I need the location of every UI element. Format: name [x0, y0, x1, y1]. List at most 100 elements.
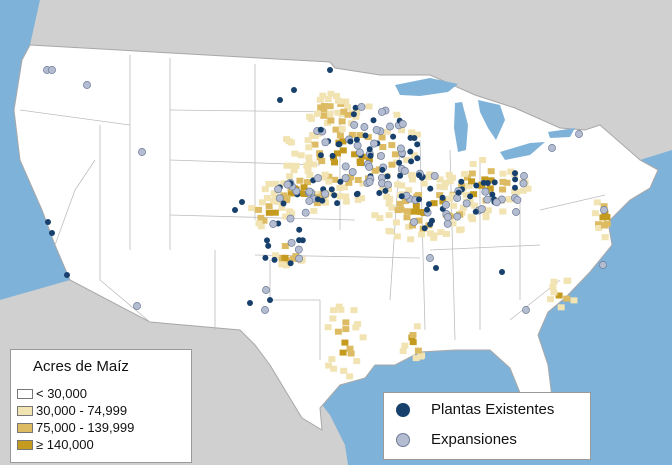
expansion-marker: [353, 141, 362, 150]
corn-county-cell: [408, 171, 416, 178]
existing-plant-marker: [352, 104, 359, 111]
expansion-marker: [443, 219, 452, 228]
lake-michigan: [454, 102, 468, 152]
existing-plant-marker: [317, 126, 324, 133]
corn-county-cell: [314, 110, 321, 117]
existing-plant-marker: [296, 226, 303, 233]
corn-county-cell: [437, 229, 445, 236]
corn-county-cell: [365, 103, 373, 110]
corn-county-cell: [408, 129, 416, 136]
corn-county-cell: [260, 217, 268, 224]
existing-plant-marker: [353, 136, 360, 143]
corn-county-cell: [259, 199, 266, 206]
corn-county-cell: [499, 208, 507, 215]
corn-county-cell: [413, 323, 421, 330]
corn-county-cell: [557, 304, 565, 311]
expansion-marker: [522, 306, 530, 314]
corn-county-cell: [336, 132, 344, 139]
corn-county-cell: [387, 228, 394, 235]
corn-county-cell: [313, 200, 321, 207]
corn-county-cell: [347, 350, 355, 357]
existing-plant-marker: [426, 201, 432, 208]
corn-county-cell: [336, 193, 344, 200]
corn-county-cell: [359, 334, 367, 341]
corn-county-cell: [563, 295, 571, 302]
corn-county-cell: [524, 185, 532, 192]
expansion-marker: [341, 162, 350, 171]
existing-plant-marker: [439, 194, 446, 201]
corn-county-cell: [354, 177, 362, 183]
corn-county-cell: [347, 174, 354, 181]
corn-county-cell: [330, 365, 338, 372]
corn-county-cell: [248, 205, 256, 212]
existing-plant-marker: [277, 97, 283, 103]
corn-county-cell: [379, 144, 387, 150]
existing-plant-marker: [416, 196, 422, 203]
corn-county-cell: [371, 167, 379, 174]
corn-county-cell: [550, 278, 558, 285]
expansion-marker: [294, 245, 303, 254]
corn-county-cell: [339, 138, 347, 145]
corn-county-cell: [570, 297, 578, 304]
corn-county-cell: [375, 166, 383, 173]
expansion-marker: [350, 120, 359, 129]
corn-county-cell: [345, 179, 353, 186]
expansion-marker: [301, 208, 310, 217]
corn-county-cell: [342, 198, 350, 205]
corn-county-cell: [403, 157, 411, 164]
corn-county-cell: [337, 306, 345, 313]
corn-county-cell: [287, 190, 295, 197]
plant-legend: Plantas Existentes Expansiones: [383, 392, 591, 460]
corn-county-cell: [481, 176, 489, 183]
expansion-marker: [138, 148, 146, 156]
expansion-marker: [575, 130, 583, 138]
corn-county-cell: [595, 221, 602, 228]
corn-county-cell: [339, 349, 347, 356]
corn-county-cell: [300, 184, 308, 191]
expansion-marker: [355, 148, 364, 157]
existing-plant-marker: [398, 193, 405, 200]
corn-county-cell: [436, 176, 444, 183]
corn-county-cell: [283, 136, 291, 143]
corn-county-cell: [265, 203, 273, 210]
corn-county-cell: [409, 332, 417, 338]
corn-county-cell: [285, 257, 293, 264]
corn-county-cell: [513, 189, 521, 196]
expansion-marker: [357, 102, 366, 111]
corn-county-cell: [499, 170, 507, 177]
corn-county-cell: [330, 307, 338, 314]
existing-plant-marker: [232, 207, 238, 213]
corn-county-cell: [471, 202, 479, 209]
corn-county-cell: [550, 289, 558, 296]
existing-plant-marker: [367, 152, 374, 159]
expansion-marker: [398, 120, 407, 128]
existing-plant-marker: [353, 191, 360, 198]
expansion-marker: [384, 180, 392, 189]
corn-county-cell: [443, 231, 450, 237]
corn-county-cell: [412, 355, 420, 362]
legend-class-label: < 30,000: [36, 386, 87, 401]
existing-plant-marker: [262, 254, 269, 261]
existing-plant-marker: [45, 219, 51, 225]
existing-plant-marker: [291, 87, 297, 93]
existing-plant-marker: [328, 186, 335, 193]
expansion-marker: [275, 194, 284, 203]
expansion-marker: [269, 220, 278, 228]
corn-county-cell: [591, 210, 599, 217]
existing-plant-marker: [414, 141, 421, 148]
corn-county-cell: [487, 168, 495, 175]
corn-county-cell: [468, 170, 476, 177]
legend-swatch: [17, 422, 33, 433]
corn-county-cell: [593, 199, 601, 206]
corn-county-cell: [278, 204, 286, 211]
corn-county-cell: [319, 193, 326, 200]
corn-county-cell: [340, 108, 348, 115]
corn-county-cell: [399, 348, 407, 355]
corn-county-cell: [316, 96, 324, 103]
legend-swatch: [17, 405, 33, 416]
expansion-marker: [287, 238, 296, 247]
corn-county-cell: [290, 167, 298, 174]
corn-county-cell: [255, 220, 263, 227]
expansion-marker: [443, 213, 452, 222]
corn-county-cell: [356, 132, 364, 139]
